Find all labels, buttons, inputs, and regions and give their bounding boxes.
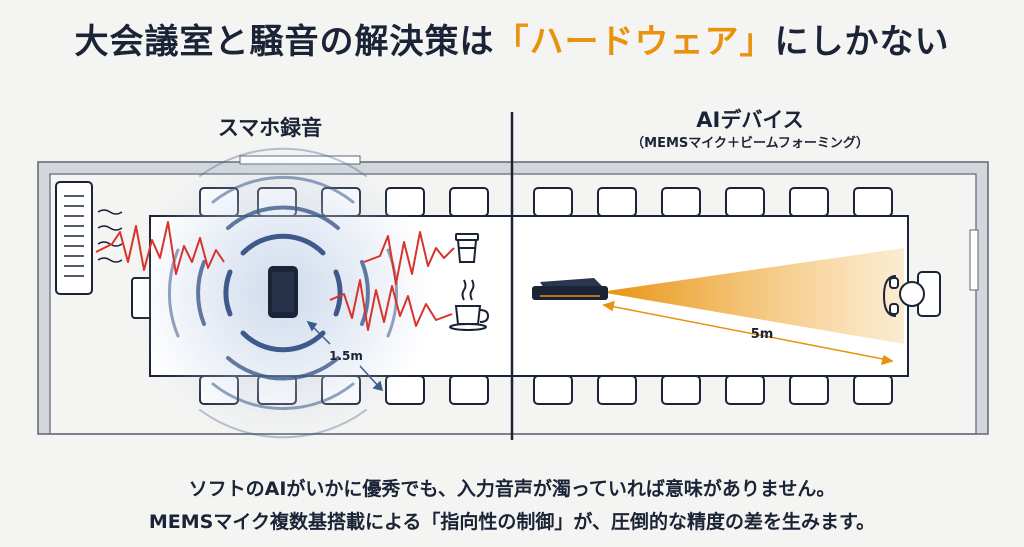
person-icon — [882, 271, 941, 317]
phone-distance-arrow — [306, 320, 384, 392]
beamforming-beam — [600, 248, 904, 344]
right-panel-heading: AIデバイス — [696, 108, 804, 132]
device-distance-arrow — [602, 300, 894, 366]
right-panel-note: （MEMSマイク＋ビームフォーミング） — [631, 136, 869, 151]
title-suffix: にしかない — [774, 22, 950, 62]
title-prefix: 大会議室と騒音の解決策は — [74, 22, 495, 62]
device-distance-label: 5m — [751, 327, 774, 342]
caption-line-2: MEMSマイク複数基搭載による「指向性の制御」が、圧倒的な精度の差を生みます。 — [148, 511, 876, 533]
air-conditioner-icon — [55, 181, 123, 295]
coffee-mug-icon — [449, 279, 490, 331]
caption-line-1: ソフトのAIがいかに優秀でも、入力音声が濁っていれば意味がありません。 — [188, 478, 836, 500]
noise-lines — [95, 221, 455, 331]
page-title: 大会議室と騒音の解決策は「ハードウェア」にしかない — [0, 14, 1024, 63]
title-highlight: 「ハードウェア」 — [494, 22, 775, 62]
smartphone-icon — [268, 266, 298, 318]
coffee-cup-icon — [455, 233, 479, 263]
left-panel-heading: スマホ録音 — [217, 116, 323, 140]
phone-distance-label: 1.5m — [329, 349, 363, 363]
ai-device-icon — [532, 278, 608, 300]
